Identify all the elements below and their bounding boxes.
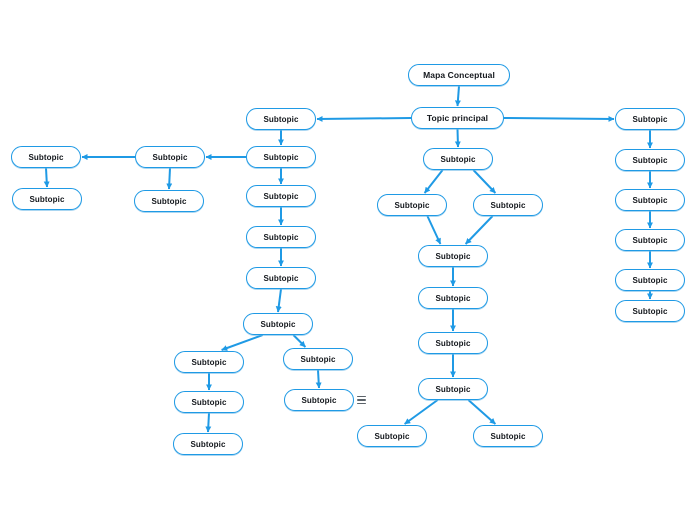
connector-arrow [221, 334, 263, 351]
node-label: Subtopic [191, 357, 227, 367]
node-label: Subtopic [152, 152, 188, 162]
connector-arrow [316, 115, 412, 122]
subtopic-node[interactable]: Subtopic [174, 351, 244, 373]
node-label: Mapa Conceptual [423, 70, 495, 80]
node-label: Subtopic [490, 431, 526, 441]
hamburger-menu-icon[interactable] [357, 396, 366, 404]
root-node[interactable]: Mapa Conceptual [408, 64, 510, 86]
node-label: Subtopic [374, 431, 410, 441]
connector-arrow [43, 167, 50, 188]
node-label: Subtopic [632, 275, 668, 285]
subtopic-node[interactable]: Subtopic [418, 332, 488, 354]
subtopic-node[interactable]: Subtopic [615, 269, 685, 291]
node-label: Subtopic [28, 152, 64, 162]
main-topic-node[interactable]: Topic principal [411, 107, 504, 129]
node-label: Subtopic [394, 200, 430, 210]
subtopic-node[interactable]: Subtopic [135, 146, 205, 168]
subtopic-node[interactable]: Subtopic [418, 287, 488, 309]
subtopic-node[interactable]: Subtopic [473, 425, 543, 447]
node-label: Subtopic [29, 194, 65, 204]
subtopic-node[interactable]: Subtopic [615, 149, 685, 171]
node-label: Subtopic [435, 251, 471, 261]
node-label: Subtopic [490, 200, 526, 210]
node-label: Subtopic [151, 196, 187, 206]
node-label: Subtopic [435, 384, 471, 394]
node-label: Subtopic [435, 338, 471, 348]
subtopic-node[interactable]: Subtopic [134, 190, 204, 212]
node-label: Subtopic [301, 395, 337, 405]
node-label: Subtopic [263, 152, 299, 162]
subtopic-node[interactable]: Subtopic [615, 189, 685, 211]
node-label: Subtopic [435, 293, 471, 303]
connector-arrow [454, 85, 461, 107]
node-label: Subtopic [632, 155, 668, 165]
subtopic-node[interactable]: Subtopic [615, 300, 685, 322]
connector-arrow [315, 369, 322, 389]
subtopic-node[interactable]: Subtopic [283, 348, 353, 370]
subtopic-node[interactable]: Subtopic [12, 188, 82, 210]
node-label: Subtopic [263, 232, 299, 242]
connector-arrow [454, 128, 461, 148]
subtopic-node[interactable]: Subtopic [246, 146, 316, 168]
connector-arrow [464, 215, 494, 245]
connector-arrow [503, 115, 615, 122]
connector-arrow [472, 169, 497, 194]
node-label: Subtopic [190, 439, 226, 449]
node-label: Subtopic [263, 273, 299, 283]
subtopic-node[interactable]: Subtopic [377, 194, 447, 216]
subtopic-node[interactable]: Subtopic [418, 245, 488, 267]
connector-arrow [423, 169, 444, 194]
subtopic-node[interactable]: Subtopic [246, 267, 316, 289]
subtopic-node[interactable]: Subtopic [418, 378, 488, 400]
subtopic-node[interactable]: Subtopic [357, 425, 427, 447]
node-label: Subtopic [632, 235, 668, 245]
connector-arrow [275, 288, 282, 313]
connector-arrow [404, 399, 439, 425]
subtopic-node[interactable]: Subtopic [615, 108, 685, 130]
connector-arrow [467, 399, 497, 425]
connector-arrow [205, 412, 212, 433]
connector-arrow [426, 215, 442, 245]
subtopic-node[interactable]: Subtopic [615, 229, 685, 251]
node-label: Subtopic [440, 154, 476, 164]
node-label: Topic principal [426, 113, 489, 123]
connector-arrow [166, 167, 173, 190]
node-label: Subtopic [263, 191, 299, 201]
subtopic-node[interactable]: Subtopic [246, 226, 316, 248]
connector-arrow [292, 334, 307, 348]
node-label: Subtopic [632, 306, 668, 316]
subtopic-node[interactable]: Subtopic [174, 391, 244, 413]
node-label: Subtopic [632, 195, 668, 205]
node-label: Subtopic [300, 354, 336, 364]
subtopic-node[interactable]: Subtopic [246, 185, 316, 207]
subtopic-node[interactable]: Subtopic [284, 389, 354, 411]
node-label: Subtopic [191, 397, 227, 407]
subtopic-node[interactable]: Subtopic [243, 313, 313, 335]
node-label: Subtopic [632, 114, 668, 124]
subtopic-node[interactable]: Subtopic [473, 194, 543, 216]
subtopic-node[interactable]: Subtopic [246, 108, 316, 130]
subtopic-node[interactable]: Subtopic [423, 148, 493, 170]
subtopic-node[interactable]: Subtopic [173, 433, 243, 455]
node-label: Subtopic [260, 319, 296, 329]
node-label: Subtopic [263, 114, 299, 124]
subtopic-node[interactable]: Subtopic [11, 146, 81, 168]
